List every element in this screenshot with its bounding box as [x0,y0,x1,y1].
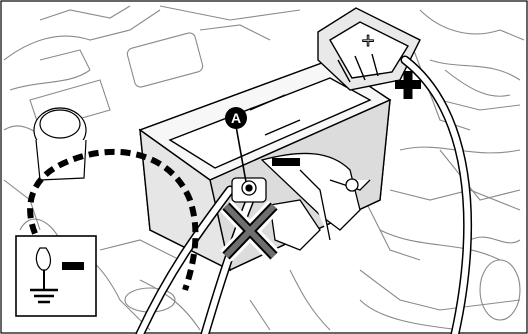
callout-a-label: A [231,110,241,126]
ground-inset [16,236,96,316]
cap-plus-symbol: + [362,28,375,53]
coolant-reservoir [34,108,86,180]
ground-negative-symbol [62,262,84,270]
negative-terminal-symbol [272,158,300,166]
